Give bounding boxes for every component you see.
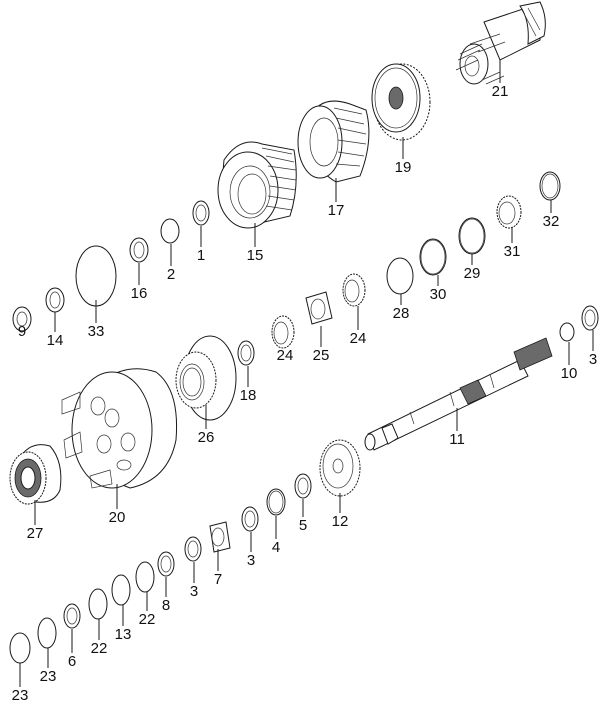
part-27-planetary-gear-set[interactable] [9, 444, 62, 505]
rings-and-bearings-group [9, 171, 599, 664]
part-18-bearing[interactable] [237, 340, 255, 366]
callout-26[interactable]: 26 [197, 429, 215, 446]
callout-15[interactable]: 15 [246, 247, 264, 264]
part-3-bearing[interactable] [241, 506, 259, 532]
callout-18[interactable]: 18 [239, 387, 257, 404]
callout-6[interactable]: 6 [67, 653, 77, 670]
part-32-thrust-washer[interactable] [539, 171, 561, 201]
callout-24[interactable]: 24 [276, 347, 294, 364]
part-10-snap-ring[interactable] [559, 322, 575, 342]
callout-11[interactable]: 11 [449, 431, 465, 448]
part-21-input-shaft[interactable] [455, 1, 546, 85]
callout-21[interactable]: 21 [491, 83, 509, 100]
callout-4[interactable]: 4 [271, 539, 281, 556]
part-22-o-ring[interactable] [88, 588, 108, 620]
callout-22[interactable]: 22 [90, 640, 108, 657]
callout-1[interactable]: 1 [196, 247, 206, 264]
callout-17[interactable]: 17 [327, 202, 345, 219]
callout-25[interactable]: 25 [312, 347, 330, 364]
part-19-sprocket-gear[interactable] [371, 63, 431, 141]
part-24-bearing[interactable] [271, 315, 295, 349]
part-4-thrust-washer[interactable] [266, 488, 286, 516]
part-3-bearing[interactable] [581, 305, 599, 331]
callout-31[interactable]: 31 [503, 243, 521, 260]
part-16-bearing[interactable] [129, 237, 149, 263]
callout-10[interactable]: 10 [560, 365, 578, 382]
callout-23[interactable]: 23 [39, 668, 57, 685]
callout-20[interactable]: 20 [108, 509, 126, 526]
part-33-snap-ring[interactable] [75, 245, 117, 307]
part-12-drive-sprocket[interactable] [319, 439, 361, 497]
callout-5[interactable]: 5 [298, 517, 308, 534]
part-28-snap-ring[interactable] [386, 257, 414, 295]
callout-14[interactable]: 14 [46, 332, 64, 349]
part-8-bearing[interactable] [157, 551, 175, 577]
callout-3[interactable]: 3 [189, 583, 199, 600]
part-11-mainshaft[interactable] [364, 337, 553, 451]
part-9-bearing[interactable] [12, 306, 32, 332]
part-2-snap-ring[interactable] [160, 218, 180, 244]
callout-23[interactable]: 23 [11, 687, 29, 704]
part-14-bearing[interactable] [45, 287, 65, 313]
callout-8[interactable]: 8 [161, 597, 171, 614]
part-15-clutch-hub-gear[interactable] [217, 141, 297, 229]
part-26-ring-gear[interactable] [175, 335, 237, 421]
callout-3[interactable]: 3 [588, 351, 598, 368]
callout-28[interactable]: 28 [392, 305, 410, 322]
callout-7[interactable]: 7 [213, 571, 223, 588]
part-25-retainer-clip[interactable] [305, 291, 333, 325]
part-23-o-ring[interactable] [9, 632, 31, 664]
callout-3[interactable]: 3 [246, 552, 256, 569]
callout-2[interactable]: 2 [166, 266, 176, 283]
part-24-bearing[interactable] [342, 273, 366, 307]
callout-30[interactable]: 30 [429, 286, 447, 303]
callout-16[interactable]: 16 [130, 285, 148, 302]
part-13-o-ring[interactable] [111, 574, 131, 606]
part-23-o-ring[interactable] [37, 617, 57, 649]
callout-22[interactable]: 22 [138, 611, 156, 628]
callout-13[interactable]: 13 [114, 626, 132, 643]
callout-9[interactable]: 9 [17, 323, 27, 340]
callout-29[interactable]: 29 [463, 265, 481, 282]
part-22-o-ring[interactable] [135, 561, 155, 593]
part-30-snap-ring[interactable] [419, 238, 447, 276]
part-17-clutch-drum[interactable] [297, 100, 370, 183]
callout-24[interactable]: 24 [349, 330, 367, 347]
part-1-bearing[interactable] [192, 200, 210, 226]
callout-27[interactable]: 27 [26, 525, 44, 542]
callout-19[interactable]: 19 [394, 159, 412, 176]
part-29-snap-ring[interactable] [458, 217, 486, 255]
callout-32[interactable]: 32 [542, 213, 560, 230]
part-7-retainer-clip[interactable] [209, 521, 231, 553]
part-3-bearing[interactable] [184, 536, 202, 562]
callout-12[interactable]: 12 [331, 513, 349, 530]
leader-lines [19, 60, 594, 687]
part-6-bearing[interactable] [63, 603, 81, 629]
part-5-bearing[interactable] [294, 473, 312, 499]
part-31-bearing[interactable] [496, 195, 522, 229]
callout-33[interactable]: 33 [87, 323, 105, 340]
part-20-carrier-housing[interactable] [61, 368, 178, 489]
